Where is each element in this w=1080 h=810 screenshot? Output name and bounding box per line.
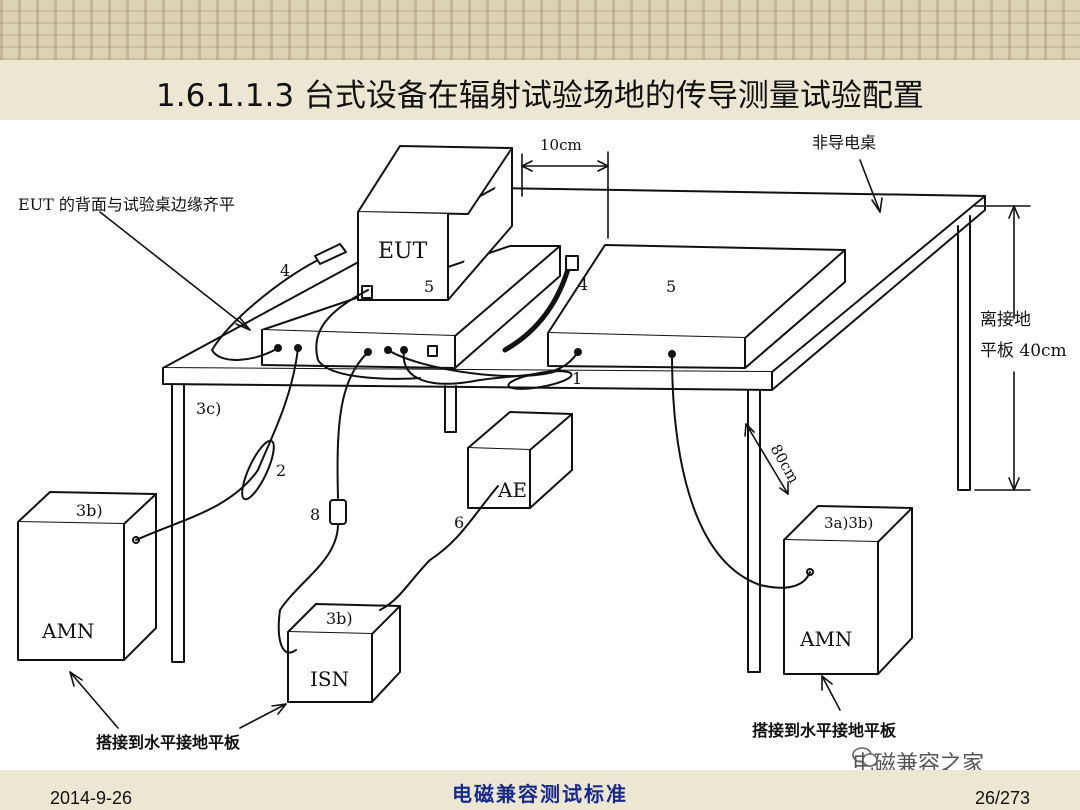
number-2: 2 [276, 461, 286, 480]
label-height-line1: 离接地 [980, 310, 1031, 330]
number-5b: 5 [666, 277, 676, 296]
annotations [69, 151, 1031, 729]
label-eut: EUT [378, 239, 428, 264]
number-6: 6 [454, 513, 464, 532]
label-ae: AE [497, 478, 527, 502]
number-4a: 4 [280, 261, 290, 280]
slide-date: 2014-9-26 [50, 788, 133, 808]
label-bond-right: 搭接到水平接地平板 [752, 721, 897, 740]
number-8: 8 [310, 505, 320, 524]
label-distance: 80cm [767, 441, 803, 486]
label-ref-isn: 3b) [326, 609, 353, 628]
eut-box [357, 145, 513, 301]
amn-right-box [783, 505, 913, 675]
label-spacing: 10cm [540, 136, 582, 154]
page-number: 26/273 [974, 788, 1030, 808]
ground-plane-right [547, 244, 846, 369]
slide-title: 1.6.1.1.3 台式设备在辐射试验场地的传导测量试验配置 [156, 77, 924, 114]
number-4b: 4 [578, 275, 588, 294]
label-ref-3c: 3c) [196, 399, 221, 418]
chat-bubble-icon [852, 747, 878, 767]
label-isn: ISN [310, 667, 349, 691]
ae-box [467, 411, 573, 509]
slide-subject: 电磁兼容测试标准 [452, 782, 628, 806]
isn-box [287, 603, 401, 703]
number-5a: 5 [424, 277, 434, 296]
label-ref-left: 3b) [76, 501, 103, 520]
number-1: 1 [572, 369, 582, 388]
label-amn-left: AMN [41, 619, 94, 643]
label-ref-right: 3a)3b) [824, 514, 873, 532]
amn-left-box [17, 491, 157, 661]
label-bond-left: 搭接到水平接地平板 [96, 733, 241, 752]
label-eut-back: EUT 的背面与试验桌边缘齐平 [18, 195, 235, 214]
label-height-line2: 平板 40cm [980, 341, 1067, 361]
footer-bar [0, 770, 1080, 810]
cables [135, 243, 811, 654]
label-nonconductive-table: 非导电桌 [812, 133, 876, 152]
label-amn-right: AMN [799, 627, 852, 651]
decorative-banner [0, 0, 1080, 60]
